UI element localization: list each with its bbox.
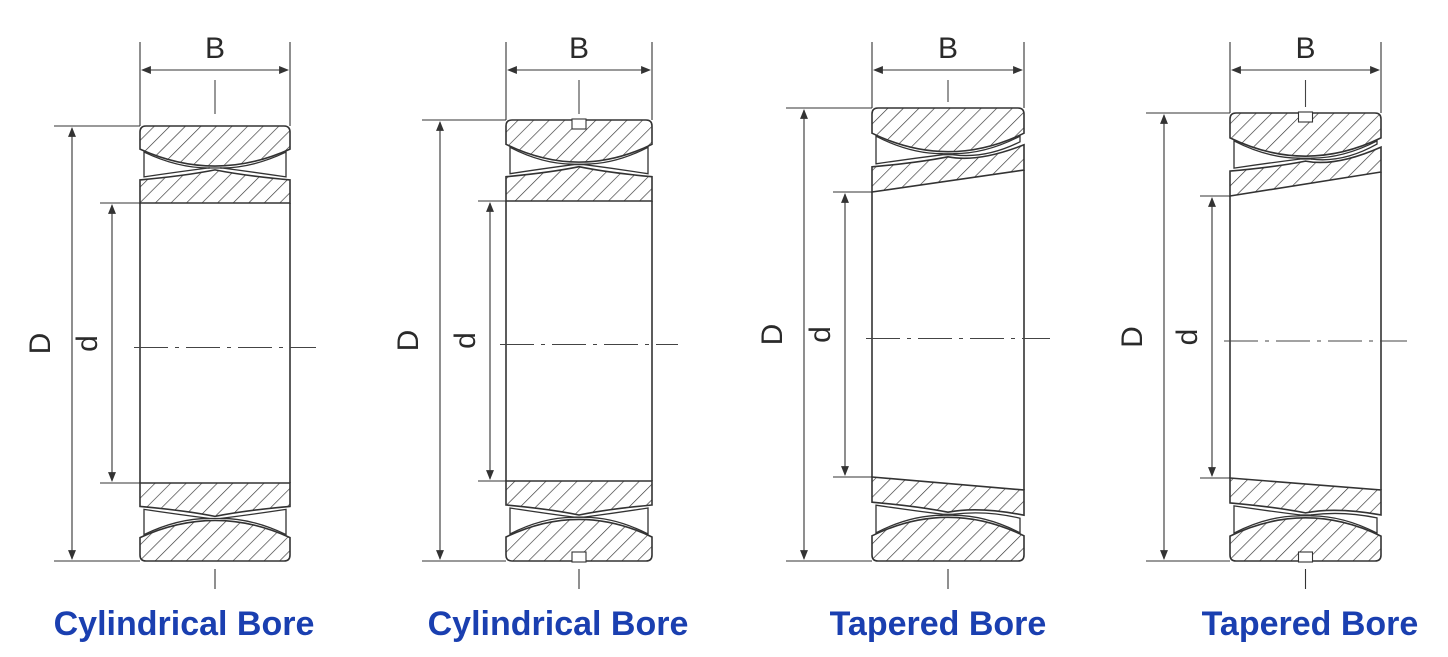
outer-diameter-label: D (1116, 326, 1149, 348)
inner-ring-section-bottom (1229, 477, 1382, 516)
cage-section (1298, 157, 1313, 160)
outer-diameter-label: D (392, 330, 425, 352)
bore-diameter-label: d (1171, 329, 1204, 346)
outer-diameter-label: D (756, 324, 789, 346)
inner-ring-section-top (505, 165, 653, 202)
outer-diameter-label: D (24, 333, 57, 355)
cage-section (941, 513, 955, 516)
outer-ring-section-top (871, 107, 1025, 153)
outer-ring-section-bottom (505, 518, 653, 562)
width-label: B (1295, 32, 1315, 65)
bearing-caption: Cylindrical Bore (427, 605, 689, 643)
inner-ring-section-top (1229, 145, 1382, 197)
inner-ring-section-bottom (505, 480, 653, 516)
cage-section (1298, 514, 1313, 517)
bore-diameter-label: d (449, 332, 482, 349)
bore-diameter-label: d (71, 335, 104, 352)
bearing-caption: Tapered Bore (1201, 605, 1419, 643)
width-label: B (205, 32, 225, 65)
outer-ring-section-top (139, 125, 291, 167)
cage-section (572, 163, 586, 166)
outer-ring-section-top (1229, 112, 1382, 157)
cage-section (941, 153, 955, 156)
inner-ring-section-top (139, 169, 291, 204)
bearing-caption: Cylindrical Bore (53, 605, 315, 643)
lubrication-groove (571, 551, 587, 563)
outer-ring-section-bottom (1229, 517, 1382, 562)
bearing-caption: Tapered Bore (829, 605, 1047, 643)
inner-ring-section-bottom (139, 482, 291, 518)
outer-ring-section-top (505, 119, 653, 163)
lubrication-groove (1297, 111, 1314, 123)
inner-ring-section-bottom (871, 476, 1025, 517)
bore-diameter-label: d (804, 326, 837, 343)
width-label: B (938, 32, 958, 65)
inner-ring-section-top (871, 143, 1025, 193)
lubrication-groove (1297, 551, 1314, 563)
lubrication-groove (571, 118, 587, 130)
width-label: B (569, 32, 589, 65)
outer-ring-section-bottom (871, 516, 1025, 562)
outer-ring-section-bottom (139, 519, 291, 562)
